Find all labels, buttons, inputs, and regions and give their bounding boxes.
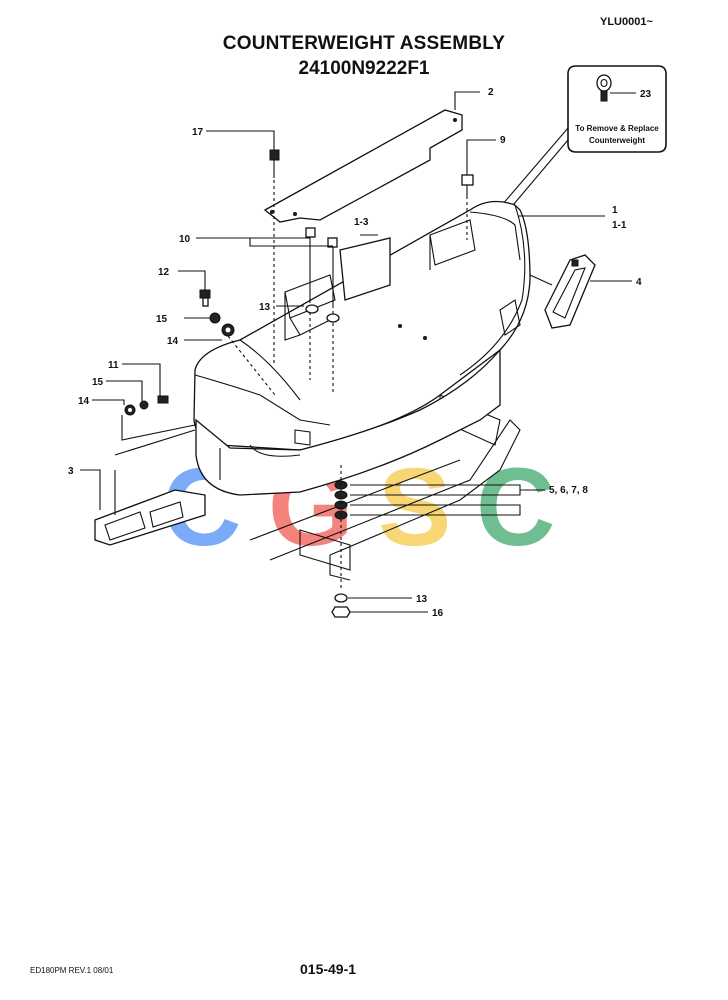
callout-4: 4 [636,277,642,288]
shim-stack-5-8 [331,465,545,618]
callout-23: 23 [640,89,652,100]
inset-note-line2: Counterweight [589,136,645,145]
watermark-letter-4: C [476,446,555,569]
callout-1-1: 1-1 [612,220,627,231]
left-fasteners-11-15-14 [92,363,196,441]
callout-17: 17 [192,127,204,138]
callout-13-upper: 13 [259,302,271,313]
callout-1: 1 [612,205,618,216]
callout-12: 12 [158,267,170,278]
assembly-part-number: 24100N9222F1 [298,58,430,79]
top-plate-2 [263,91,480,223]
callout-15-upper: 15 [156,314,168,325]
bracket-4 [529,254,632,329]
callout-3: 3 [68,466,74,477]
callout-5-6-7-8: 5, 6, 7, 8 [549,485,588,496]
callout-9: 9 [500,135,506,146]
bracket-3 [80,429,206,546]
bolt-9 [461,139,496,240]
callout-14-lower: 14 [78,396,90,407]
page-number: 015-49-1 [300,961,357,977]
callout-13-lower: 13 [416,594,428,605]
callout-16: 16 [432,608,444,619]
bolt-17 [206,130,280,365]
callout-14-upper: 14 [167,336,179,347]
callout-11: 11 [108,360,119,371]
watermark-letter-3: S [378,446,451,569]
side-fasteners-12-15-14 [178,270,276,396]
weight-plate-1-3 [339,234,391,301]
serial-range: YLU0001~ [600,16,653,28]
callout-10: 10 [179,234,191,245]
revision-note: ED180PM REV.1 08/01 [30,966,114,975]
page-title: COUNTERWEIGHT ASSEMBLY [222,33,506,54]
callout-1-3: 1-3 [354,217,369,228]
long-bolts-10 [196,227,340,395]
callout-15-lower: 15 [92,377,104,388]
counterweight-body [193,200,531,496]
inset-note-line1: To Remove & Replace [575,124,659,133]
callout-2: 2 [488,87,494,98]
lifting-eye-icon [596,74,612,102]
